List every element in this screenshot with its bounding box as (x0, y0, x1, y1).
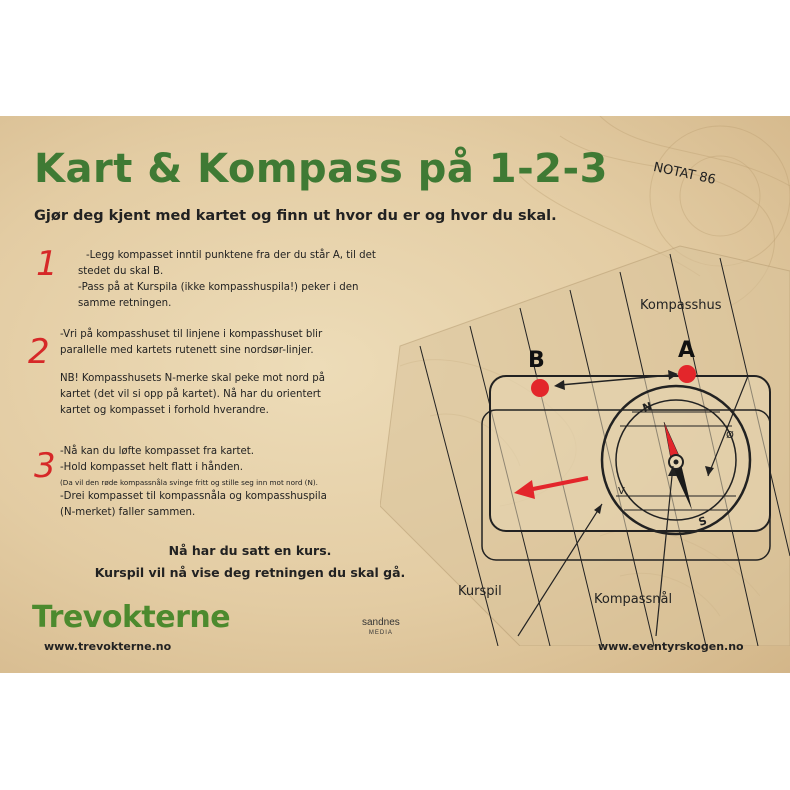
compass-housing (600, 384, 752, 536)
eventyrskogen-link[interactable]: www.eventyrskogen.no (598, 640, 744, 653)
step-2-number: 2 (28, 332, 50, 372)
step-3-number: 3 (34, 446, 56, 486)
closing-line-2: Kurspil vil nå vise deg retningen du ska… (94, 565, 406, 580)
step-2-note-1: NB! Kompasshusets N-merke skal peke mot … (60, 373, 325, 384)
course-arrow-icon (514, 480, 535, 499)
ring-letter-v: V (618, 486, 625, 497)
point-b-marker (531, 379, 549, 397)
step-1-line-4: samme retningen. (78, 298, 172, 309)
poster: Kart & Kompass på 1-2-3 Gjør deg kjent m… (0, 116, 790, 673)
trevokterne-logo: Trevokterne (32, 600, 231, 635)
step-1-number: 1 (36, 244, 58, 284)
label-needle: Kompassnål (594, 592, 673, 607)
publisher-sub: MEDIA (368, 630, 393, 636)
compass-base-plate (489, 375, 771, 532)
step-1-text: -Legg kompasset inntil punktene fra der … (78, 248, 376, 312)
label-compass-housing: Kompasshus (640, 298, 722, 313)
step-2-note-3: kartet og kompasset i forhold hverandre. (60, 405, 269, 416)
point-b-label: B (528, 348, 545, 373)
closing-line-1: Nå har du satt en kurs. (168, 543, 332, 558)
step-2-note-2: kartet (det vil si opp på kartet). Nå ha… (60, 389, 321, 400)
publisher-logo: sandnes MEDIA (362, 618, 400, 638)
step-2-line-1: -Vri på kompasshuset til linjene i kompa… (60, 329, 323, 340)
page-title: Kart & Kompass på 1-2-3 (34, 146, 608, 192)
step-1-line-1: -Legg kompasset inntil punktene fra der … (86, 250, 376, 261)
step-1-line-3: -Pass på at Kurspila (ikke kompasshuspil… (78, 282, 359, 293)
compass-diagram: N S V Ø (380, 245, 790, 646)
step-2-line-2: parallelle med kartets rutenett sine nor… (60, 345, 314, 356)
publisher-name: sandnes (362, 617, 400, 628)
ring-letter-o: Ø (726, 429, 734, 441)
point-a-marker (678, 365, 696, 383)
page-subtitle: Gjør deg kjent med kartet og finn ut hvo… (34, 208, 557, 224)
step-2-text: -Vri på kompasshuset til linjene i kompa… (60, 327, 325, 419)
label-course-arrow: Kurspil (458, 584, 502, 599)
ring-letter-s: S (697, 514, 709, 529)
step-3-line-3: -Drei kompasset til kompassnåla og kompa… (60, 491, 327, 502)
ring-letter-n: N (641, 400, 654, 415)
step-3-line-2: -Hold kompasset helt flatt i hånden. (60, 462, 243, 473)
closing-text: Nå har du satt en kurs. Kurspil vil nå v… (60, 540, 440, 584)
step-3-line-4: (N-merket) faller sammen. (60, 507, 196, 518)
point-a-label: A (678, 338, 696, 363)
step-3-line-1: -Nå kan du løfte kompasset fra kartet. (60, 446, 254, 457)
step-1-line-2: stedet du skal B. (78, 266, 164, 277)
step-3-text: -Nå kan du løfte kompasset fra kartet. -… (60, 444, 327, 521)
step-3-small: (Da vil den røde kompassnåla svinge frit… (60, 478, 318, 487)
trevokterne-link[interactable]: www.trevokterne.no (44, 640, 172, 653)
